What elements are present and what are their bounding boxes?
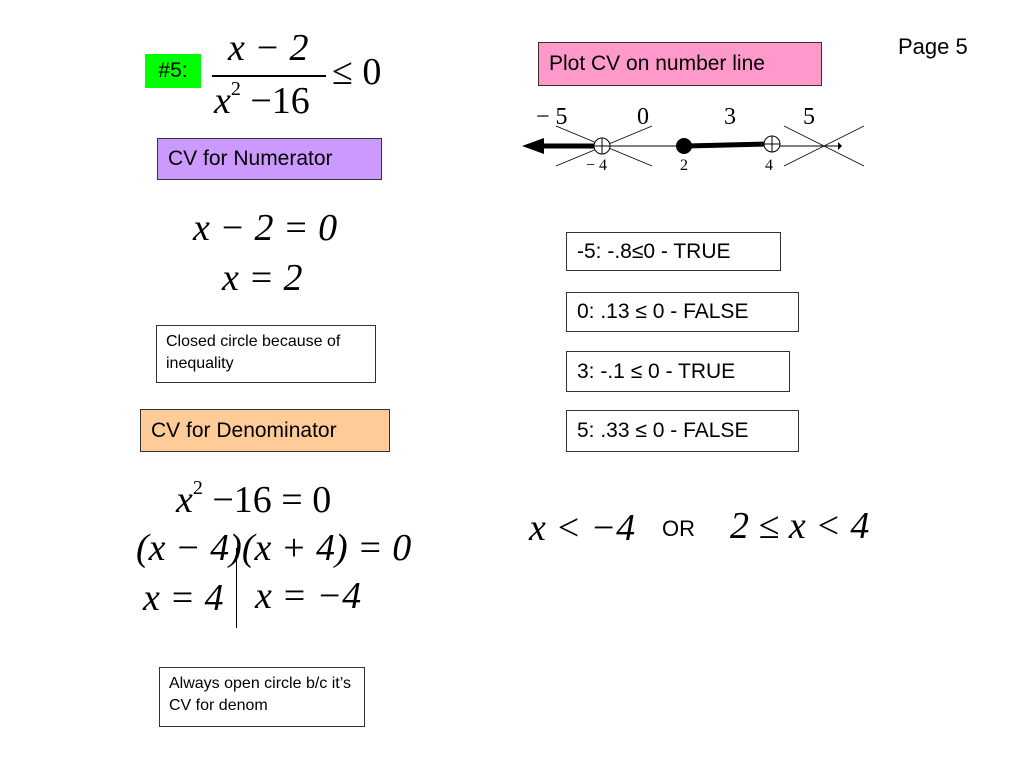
closed-circle-2 bbox=[676, 138, 692, 154]
fraction-numerator: x − 2 bbox=[228, 27, 309, 69]
fraction-bar bbox=[212, 75, 326, 77]
denominator-eq-rest: −16 = 0 bbox=[202, 479, 332, 521]
denominator-note: Always open circle b/c it’s CV for denom bbox=[159, 667, 365, 727]
number-line bbox=[522, 125, 865, 167]
test-result-0: 0: .13 ≤ 0 - FALSE bbox=[566, 292, 799, 332]
problem-number-label: #5: bbox=[145, 54, 201, 88]
denominator-eq-exponent: 2 bbox=[192, 477, 203, 499]
cv-label-2: 2 bbox=[680, 157, 688, 174]
denominator-exponent: 2 bbox=[230, 78, 241, 100]
test-result-neg5: -5: -.8≤0 - TRUE bbox=[566, 232, 781, 271]
number-line-header: Plot CV on number line bbox=[538, 42, 822, 86]
numerator-equation-2: x = 2 bbox=[222, 257, 303, 299]
cv-label-4: 4 bbox=[765, 157, 773, 174]
denominator-equation-1: x2 −16 = 0 bbox=[176, 477, 331, 522]
numerator-header: CV for Numerator bbox=[157, 138, 382, 180]
fraction-denominator: x2 −16 bbox=[214, 78, 310, 123]
problem-fraction: x − 2 x2 −16 bbox=[210, 26, 330, 126]
denominator-header: CV for Denominator bbox=[140, 409, 390, 452]
test-label-0: 0 bbox=[637, 104, 649, 130]
test-label-5: 5 bbox=[803, 104, 815, 130]
numerator-equation-1: x − 2 = 0 bbox=[193, 207, 338, 249]
denominator-variable: x bbox=[214, 80, 231, 122]
test-result-3: 3: -.1 ≤ 0 - TRUE bbox=[566, 351, 790, 392]
test-label-neg5: − 5 bbox=[536, 104, 568, 130]
denominator-rest: −16 bbox=[240, 80, 310, 122]
numerator-note: Closed circle because of inequality bbox=[156, 325, 376, 383]
left-arrowhead bbox=[522, 138, 544, 154]
test-label-3: 3 bbox=[724, 104, 736, 130]
denominator-equation-2: (x − 4)(x + 4) = 0 bbox=[136, 527, 412, 569]
denominator-equation-3-right: x = −4 bbox=[255, 575, 362, 617]
test-result-5: 5: .33 ≤ 0 - FALSE bbox=[566, 410, 799, 452]
right-arrowhead bbox=[838, 142, 842, 150]
page-number: Page 5 bbox=[898, 34, 968, 59]
solution-divider bbox=[236, 548, 237, 628]
denominator-eq-variable: x bbox=[176, 479, 193, 521]
answer-right: 2 ≤ x < 4 bbox=[730, 505, 870, 547]
denominator-equation-3-left: x = 4 bbox=[143, 577, 224, 619]
problem-relation: ≤ 0 bbox=[332, 51, 382, 93]
shaded-middle-region bbox=[685, 141, 767, 149]
answer-left: x < −4 bbox=[529, 507, 636, 549]
cv-label-neg4: − 4 bbox=[586, 157, 608, 174]
sign-cross-2b bbox=[783, 125, 865, 167]
answer-connector: OR bbox=[662, 516, 695, 541]
